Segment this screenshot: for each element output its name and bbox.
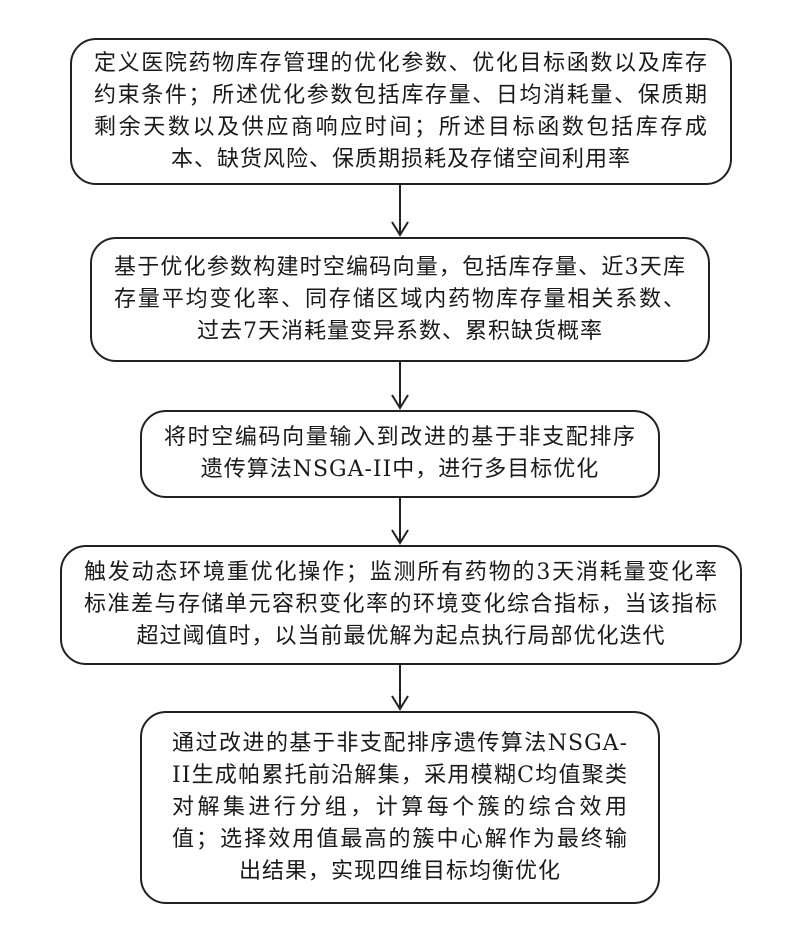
step-2-text: 基于优化参数构建时空编码向量，包括库存量、近3天库存量平均变化率、同存储区域内药…	[114, 252, 686, 348]
step-2-box: 基于优化参数构建时空编码向量，包括库存量、近3天库存量平均变化率、同存储区域内药…	[90, 237, 710, 362]
step-1-text: 定义医院药物库存管理的优化参数、优化目标函数以及库存约束条件；所述优化参数包括库…	[94, 48, 708, 176]
step-5-box: 通过改进的基于非支配排序遗传算法NSGA-II生成帕累托前沿解集，采用模糊C均值…	[140, 711, 660, 904]
arrow-4-5-head	[392, 696, 408, 709]
step-1-box: 定义医院药物库存管理的优化参数、优化目标函数以及库存约束条件；所述优化参数包括库…	[70, 38, 732, 185]
step-3-text: 将时空编码向量输入到改进的基于非支配排序遗传算法NSGA-II中，进行多目标优化	[164, 422, 636, 486]
step-4-text: 触发动态环境重优化操作；监测所有药物的3天消耗量变化率标准差与存储单元容积变化率…	[84, 557, 718, 653]
step-3-box: 将时空编码向量输入到改进的基于非支配排序遗传算法NSGA-II中，进行多目标优化	[140, 410, 660, 498]
step-4-box: 触发动态环境重优化操作；监测所有药物的3天消耗量变化率标准差与存储单元容积变化率…	[60, 545, 742, 665]
step-5-text: 通过改进的基于非支配排序遗传算法NSGA-II生成帕累托前沿解集，采用模糊C均值…	[172, 728, 628, 888]
arrow-1-2-head	[392, 222, 408, 235]
arrow-2-3-head	[392, 395, 408, 408]
arrow-3-4-head	[392, 530, 408, 543]
